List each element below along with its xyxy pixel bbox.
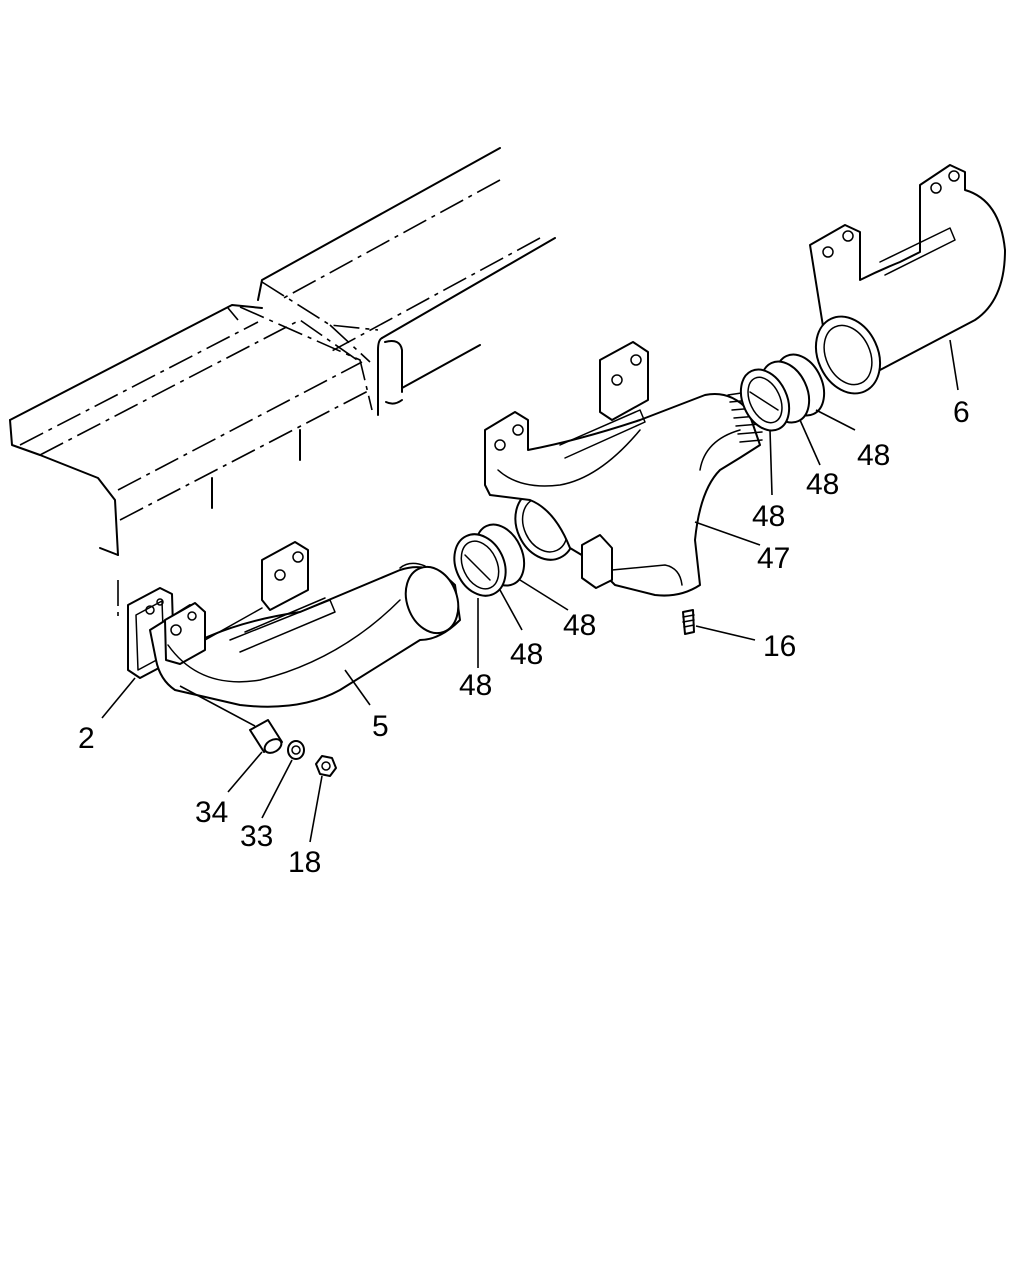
fasteners — [179, 685, 337, 777]
callout-18: 18 — [288, 846, 321, 879]
callout-48-e: 48 — [510, 638, 543, 671]
callout-48-d: 48 — [563, 609, 596, 642]
center-manifold-part-47 — [484, 341, 763, 597]
callout-6: 6 — [953, 396, 970, 429]
front-manifold-part-5 — [149, 541, 461, 708]
callout-48-a: 48 — [857, 439, 890, 472]
callout-47: 47 — [757, 542, 790, 575]
callout-16: 16 — [763, 630, 796, 663]
callout-48-f: 48 — [459, 669, 492, 702]
seal-rings-rear — [739, 353, 826, 432]
callout-48-b: 48 — [806, 468, 839, 501]
seal-rings-front — [453, 523, 526, 597]
callout-5: 5 — [372, 710, 389, 743]
callout-34: 34 — [195, 796, 228, 829]
cylinder-head-phantom — [9, 147, 556, 620]
callout-labels: 6 48 48 48 47 16 48 48 48 5 2 34 33 18 — [78, 396, 970, 879]
rear-manifold-part-6 — [809, 164, 1006, 395]
callout-48-c: 48 — [752, 500, 785, 533]
leader-lines — [101, 339, 959, 843]
callout-2: 2 — [78, 722, 95, 755]
stud-part-16 — [682, 609, 695, 635]
callout-33: 33 — [240, 820, 273, 853]
